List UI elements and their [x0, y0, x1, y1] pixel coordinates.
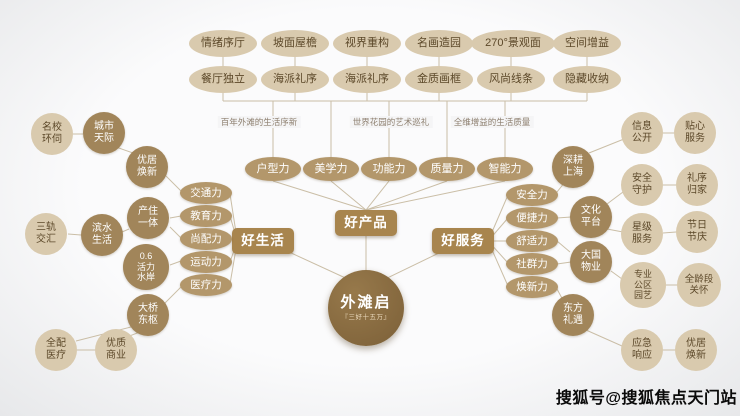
product-caption-2: 世界花园的艺术巡礼	[349, 116, 433, 128]
life-mid-bridge-hub: 大桥 东枢	[127, 294, 169, 336]
service-mid-eastern-courtesy: 东方 礼遇	[552, 294, 594, 336]
life-mid-home-renewal: 优居 焕新	[126, 146, 168, 188]
product-power-aesthetics: 美学力	[303, 157, 359, 181]
life-power-education: 教育力	[180, 205, 232, 227]
life-leaf-commerce: 优质 商业	[95, 329, 137, 371]
service-power-comfort: 舒适力	[506, 230, 558, 252]
product-power-smart: 智能力	[477, 157, 533, 181]
watermark-text: 搜狐号@搜狐焦点天门站	[555, 390, 737, 407]
service-power-community: 社群力	[506, 253, 558, 275]
service-power-safety: 安全力	[506, 184, 558, 206]
life-power-sport: 运动力	[180, 251, 232, 273]
life-mid-waterfront-life: 滨水 生活	[81, 214, 123, 256]
product-leaf-style-lines: 风尚线条	[477, 66, 545, 93]
branch-good-service: 好服务	[432, 228, 494, 254]
service-leaf-security: 安全 守护	[621, 164, 663, 206]
service-leaf-renewal: 优居 焕新	[675, 329, 717, 371]
life-leaf-medical: 全配 医疗	[35, 329, 77, 371]
product-power-function: 功能力	[361, 157, 417, 181]
service-leaf-gardening: 专业 公区 园艺	[620, 262, 666, 308]
service-mid-property: 大国 物业	[570, 241, 612, 283]
life-mid-city-skyline: 城市 天际	[83, 112, 125, 154]
life-power-transport: 交通力	[180, 182, 232, 204]
product-leaf-emotion-hall: 情绪序厅	[189, 30, 257, 57]
product-leaf-haipai-rites-2: 海派礼序	[333, 66, 401, 93]
product-leaf-garden-art: 名画造园	[405, 30, 473, 57]
product-caption-3: 全维增益的生活质量	[450, 116, 534, 128]
service-leaf-info-open: 信息 公开	[621, 112, 663, 154]
product-power-layout: 户型力	[245, 157, 301, 181]
product-leaf-vision-reframe: 视界重构	[333, 30, 401, 57]
product-leaf-haipai-rites-1: 海派礼序	[261, 66, 329, 93]
service-leaf-star-service: 星级 服务	[621, 213, 663, 255]
product-leaf-gold-frame: 金质画框	[405, 66, 473, 93]
center-title: 外滩启	[340, 294, 392, 312]
product-leaf-270-view: 270°景观面	[471, 30, 555, 57]
product-leaf-space-gain: 空间增益	[553, 30, 621, 57]
life-power-medical: 医疗力	[180, 274, 232, 296]
branch-good-product: 好产品	[335, 210, 397, 236]
service-leaf-emergency: 应急 响应	[621, 329, 663, 371]
product-caption-1: 百年外滩的生活序新	[217, 116, 301, 128]
life-power-amenity: 尚配力	[180, 228, 232, 250]
life-mid-live-work: 产住 一体	[127, 197, 169, 239]
branch-good-life: 好生活	[232, 228, 294, 254]
product-leaf-hidden-storage: 隐藏收纳	[553, 66, 621, 93]
product-leaf-dining-room: 餐厅独立	[189, 66, 257, 93]
center-node: 外滩启 『三好十五万』	[328, 270, 404, 346]
life-leaf-schools: 名校 环伺	[31, 113, 73, 155]
service-leaf-all-ages: 全龄段 关怀	[677, 263, 721, 307]
service-mid-culture-platform: 文化 平台	[570, 196, 612, 238]
life-mid-riverside: 0.6 活力 水岸	[123, 244, 169, 290]
center-subtitle: 『三好十五万』	[341, 314, 391, 322]
product-leaf-sloped-eaves: 坡面屋檐	[261, 30, 329, 57]
service-power-convenience: 便捷力	[506, 207, 558, 229]
product-power-quality: 质量力	[419, 157, 475, 181]
service-power-renewal: 焕新力	[506, 276, 558, 298]
service-leaf-homecoming: 礼序 归家	[676, 164, 718, 206]
service-leaf-festivals: 节日 节庆	[676, 211, 718, 253]
service-leaf-caring: 贴心 服务	[674, 112, 716, 154]
life-leaf-rail-hub: 三轨 交汇	[25, 213, 67, 255]
service-mid-shanghai-roots: 深耕 上海	[552, 146, 594, 188]
